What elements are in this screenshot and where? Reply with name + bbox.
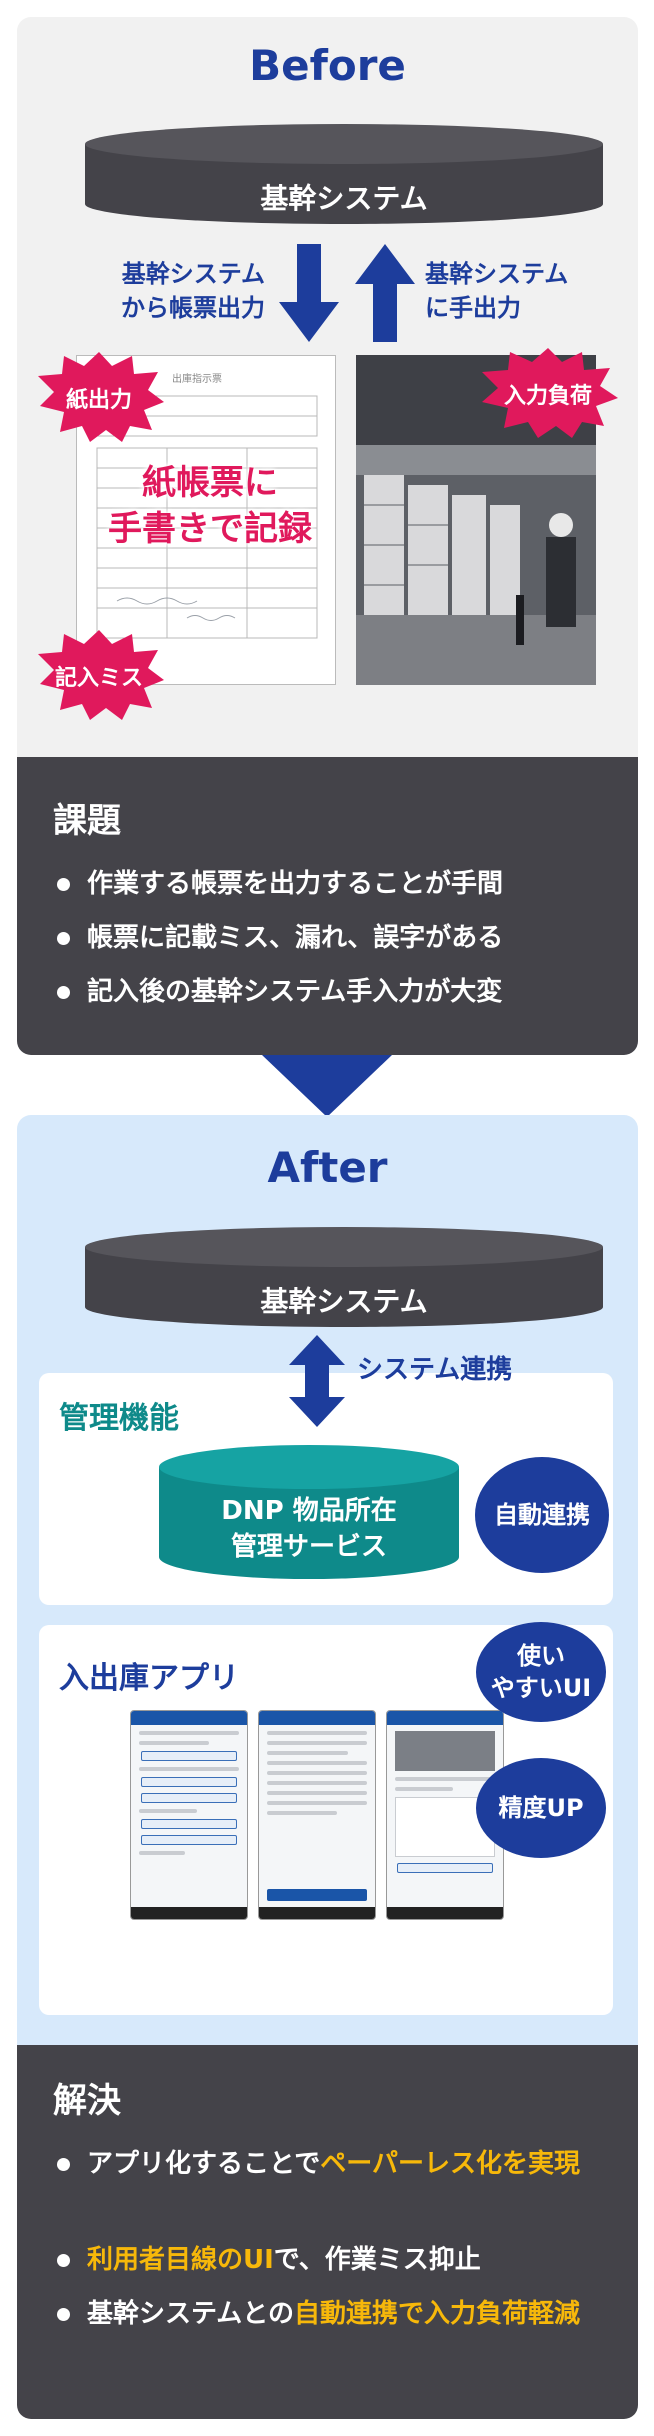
after-title: After bbox=[267, 1143, 388, 1192]
dnp-service-cylinder: DNP 物品所在 管理サービス bbox=[159, 1443, 459, 1583]
dnp-service-label-line1: DNP 物品所在 bbox=[221, 1496, 397, 1526]
issues-panel: 課題 作業する帳票を出力することが手間 帳票に記載ミス、漏れ、誤字がある 記入後… bbox=[17, 757, 638, 1055]
solution-item: 基幹システムとの自動連携で入力負荷軽減 bbox=[53, 2295, 623, 2333]
burst-input-load-label: 入力負荷 bbox=[503, 384, 592, 409]
solution-item: アプリ化することでペーパーレス化を実現 bbox=[53, 2145, 623, 2183]
solution-heading: 解決 bbox=[53, 2081, 121, 2121]
core-system-label: 基幹システム bbox=[260, 182, 428, 215]
solution-highlight: ペーパーレス化を実現 bbox=[320, 2149, 580, 2179]
easy-ui-badge-line1: 使い bbox=[516, 1642, 565, 1670]
easy-ui-badge: 使い やすいUI bbox=[476, 1622, 606, 1722]
arrow-up-label-line2: に手出力 bbox=[425, 294, 521, 322]
issue-item: 記入後の基幹システム手入力が大変 bbox=[53, 973, 623, 1011]
core-system-label-after: 基幹システム bbox=[260, 1285, 428, 1318]
double-arrow-icon bbox=[289, 1335, 345, 1427]
solution-highlight: 利用者目線のUI bbox=[87, 2245, 274, 2275]
easy-ui-badge-line2: やすいUI bbox=[490, 1674, 592, 1702]
app-screen-2 bbox=[258, 1710, 376, 1920]
solution-highlight: 自動連携で入力負荷軽減 bbox=[293, 2299, 580, 2329]
burst-paper-output-label: 紙出力 bbox=[65, 388, 132, 413]
system-link-label: システム連携 bbox=[357, 1355, 513, 1385]
auto-link-badge: 自動連携 bbox=[475, 1457, 609, 1573]
core-system-cylinder-after: 基幹システム bbox=[85, 1225, 603, 1335]
solution-text: 基幹システムとの bbox=[87, 2299, 294, 2329]
arrow-down-label: 基幹システム から帳票出力 bbox=[95, 257, 265, 325]
issue-item: 作業する帳票を出力することが手間 bbox=[53, 865, 623, 903]
arrow-down-label-line2: から帳票出力 bbox=[121, 294, 265, 322]
arrow-up-label-line1: 基幹システム bbox=[425, 260, 569, 288]
handwrite-line1: 紙帳票に bbox=[142, 463, 278, 503]
solution-item: 利用者目線のUIで、作業ミス抑止 bbox=[53, 2241, 623, 2279]
accuracy-badge: 精度UP bbox=[476, 1758, 606, 1858]
app-title: 入出庫アプリ bbox=[59, 1661, 239, 1696]
svg-text:出庫指示票: 出庫指示票 bbox=[172, 372, 222, 385]
dnp-service-label: DNP 物品所在 管理サービス bbox=[159, 1493, 459, 1565]
arrow-down-label-line1: 基幹システム bbox=[121, 260, 265, 288]
management-title: 管理機能 bbox=[59, 1401, 179, 1436]
solution-text: で、作業ミス抑止 bbox=[273, 2245, 481, 2275]
burst-paper-output: 紙出力 bbox=[34, 352, 164, 442]
app-screen-1 bbox=[130, 1710, 248, 1920]
arrow-up-label: 基幹システム に手出力 bbox=[425, 257, 605, 325]
arrow-down-icon bbox=[279, 244, 339, 342]
issue-item: 帳票に記載ミス、漏れ、誤字がある bbox=[53, 919, 623, 957]
issues-heading: 課題 bbox=[53, 801, 121, 841]
solution-text: アプリ化することで bbox=[87, 2149, 321, 2179]
arrow-up-icon bbox=[355, 244, 415, 342]
before-title: Before bbox=[249, 41, 406, 90]
burst-entry-error-label: 記入ミス bbox=[54, 666, 143, 691]
handwrite-line2: 手書きで記録 bbox=[108, 509, 312, 549]
dnp-service-label-line2: 管理サービス bbox=[230, 1532, 387, 1562]
burst-entry-error: 記入ミス bbox=[34, 630, 164, 720]
handwritten-record-text: 紙帳票に 手書きで記録 bbox=[90, 460, 330, 552]
solution-panel: 解決 アプリ化することでペーパーレス化を実現 利用者目線のUIで、作業ミス抑止 … bbox=[17, 2045, 638, 2419]
core-system-cylinder-before: 基幹システム bbox=[85, 122, 603, 232]
transition-arrow-icon bbox=[262, 1055, 392, 1117]
burst-input-load: 入力負荷 bbox=[478, 348, 618, 438]
